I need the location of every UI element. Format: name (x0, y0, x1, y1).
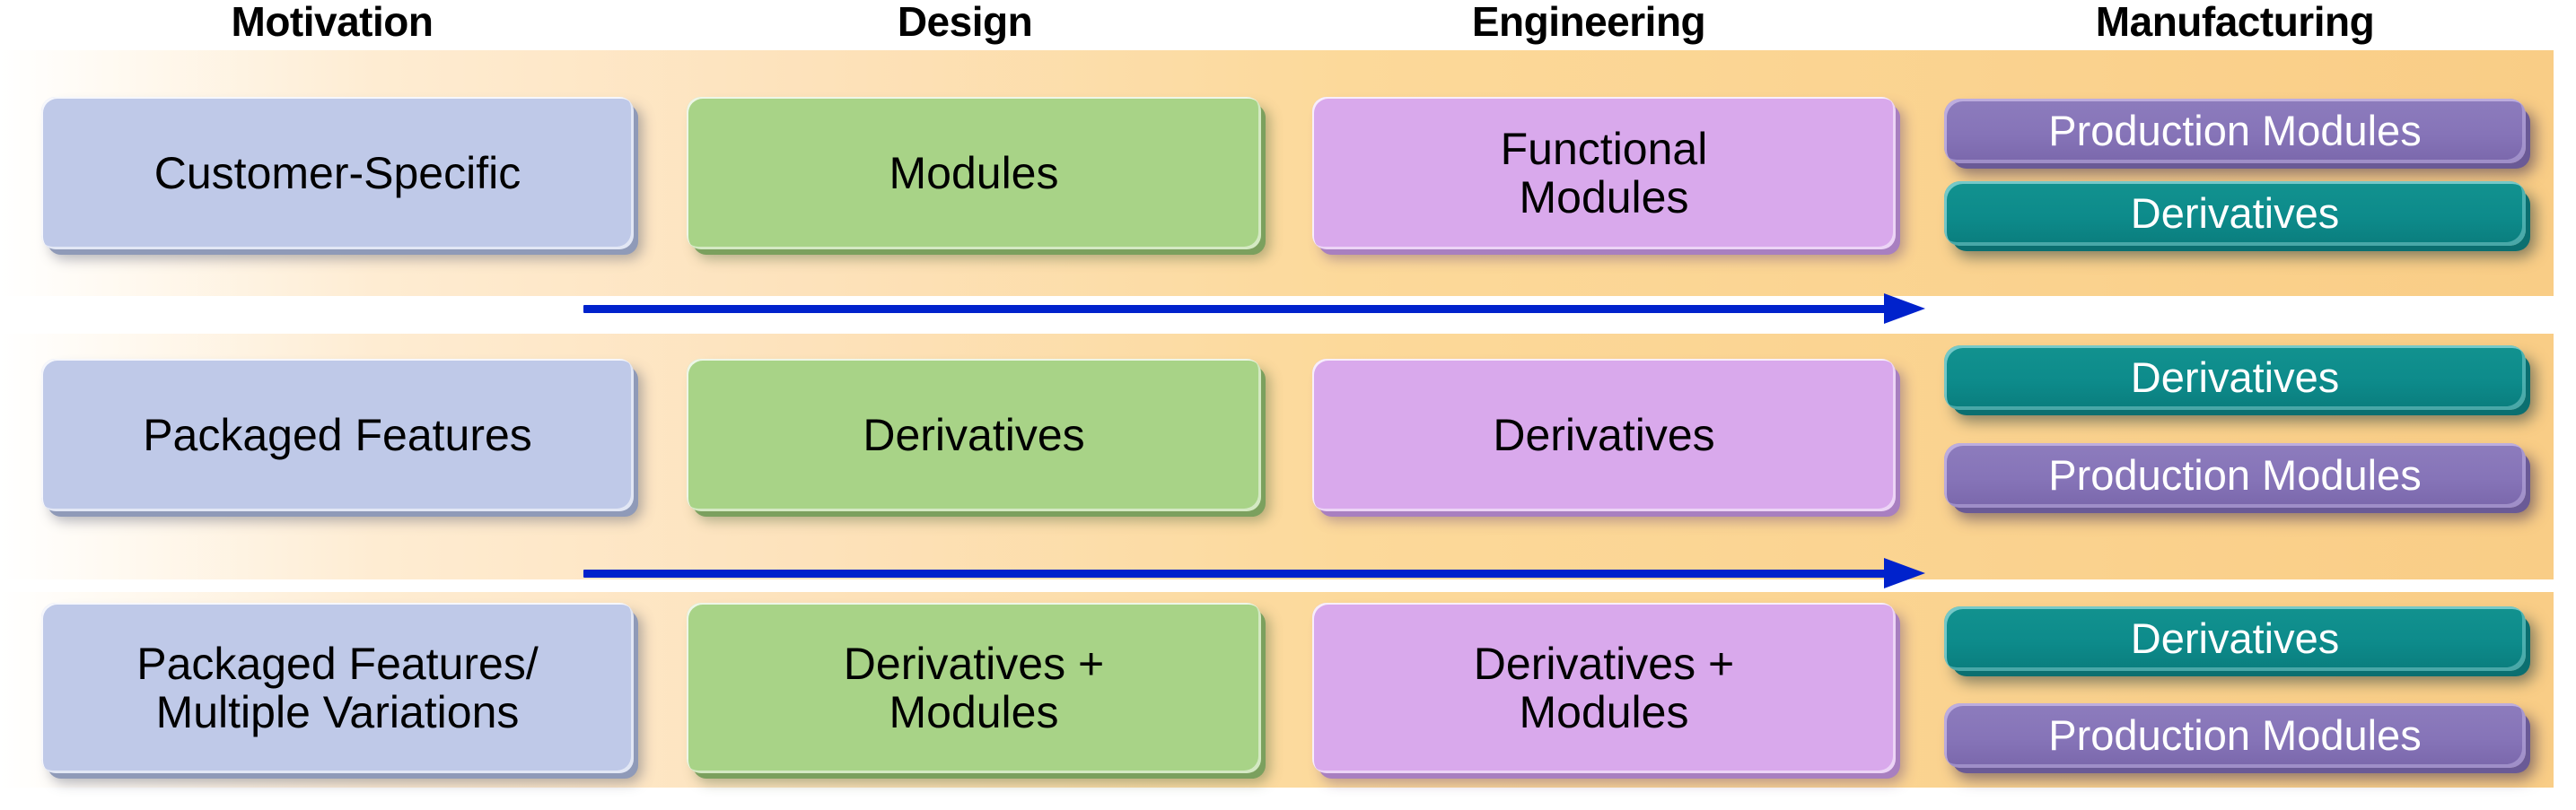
cell-label: Packaged Features/Multiple Variations (136, 639, 539, 737)
arrow-head-icon (1884, 293, 1925, 324)
cell-label: Packaged Features (143, 410, 532, 460)
cell-manufacturing-row1-item1[interactable]: Production Modules (1944, 99, 2526, 163)
cell-design-row3[interactable]: Derivatives +Modules (687, 603, 1261, 773)
cell-manufacturing-row2-item1[interactable]: Derivatives (1944, 345, 2526, 410)
arrow-head-icon (1884, 558, 1925, 588)
column-header-engineering: Engineering (1471, 0, 1706, 45)
arrow-shaft (583, 570, 1887, 578)
cell-motivation-row3[interactable]: Packaged Features/Multiple Variations (41, 603, 634, 773)
cell-design-row1[interactable]: Modules (687, 97, 1261, 249)
cell-label: Derivatives +Modules (1473, 639, 1735, 737)
cell-label: Production Modules (2048, 710, 2422, 759)
cell-label: Customer-Specific (153, 148, 521, 198)
flow-arrow-row1-to-row2 (583, 292, 1925, 327)
flow-arrow-row2-to-row3 (583, 556, 1925, 592)
cell-design-row2[interactable]: Derivatives (687, 359, 1261, 511)
cell-manufacturing-row3-item1[interactable]: Derivatives (1944, 606, 2526, 671)
cell-label: Derivatives (2130, 614, 2340, 662)
cell-engineering-row2[interactable]: Derivatives (1312, 359, 1896, 511)
cell-label: Derivatives (863, 410, 1085, 460)
cell-label: Modules (889, 148, 1059, 198)
cell-label: Derivatives (2130, 353, 2340, 401)
column-header-motivation: Motivation (231, 0, 434, 45)
column-header-manufacturing: Manufacturing (2095, 0, 2375, 45)
cell-motivation-row1[interactable]: Customer-Specific (41, 97, 634, 249)
cell-manufacturing-row3-item2[interactable]: Production Modules (1944, 703, 2526, 768)
arrow-shaft (583, 305, 1887, 313)
cell-motivation-row2[interactable]: Packaged Features (41, 359, 634, 511)
column-header-design: Design (897, 0, 1033, 45)
cell-label: Derivatives +Modules (843, 639, 1105, 737)
cell-engineering-row3[interactable]: Derivatives +Modules (1312, 603, 1896, 773)
cell-label: Derivatives (1493, 410, 1715, 460)
cell-manufacturing-row1-item2[interactable]: Derivatives (1944, 181, 2526, 246)
cell-label: Production Modules (2048, 106, 2422, 154)
cell-manufacturing-row2-item2[interactable]: Production Modules (1944, 443, 2526, 508)
cell-label: Derivatives (2130, 188, 2340, 237)
cell-label: Production Modules (2048, 450, 2422, 499)
